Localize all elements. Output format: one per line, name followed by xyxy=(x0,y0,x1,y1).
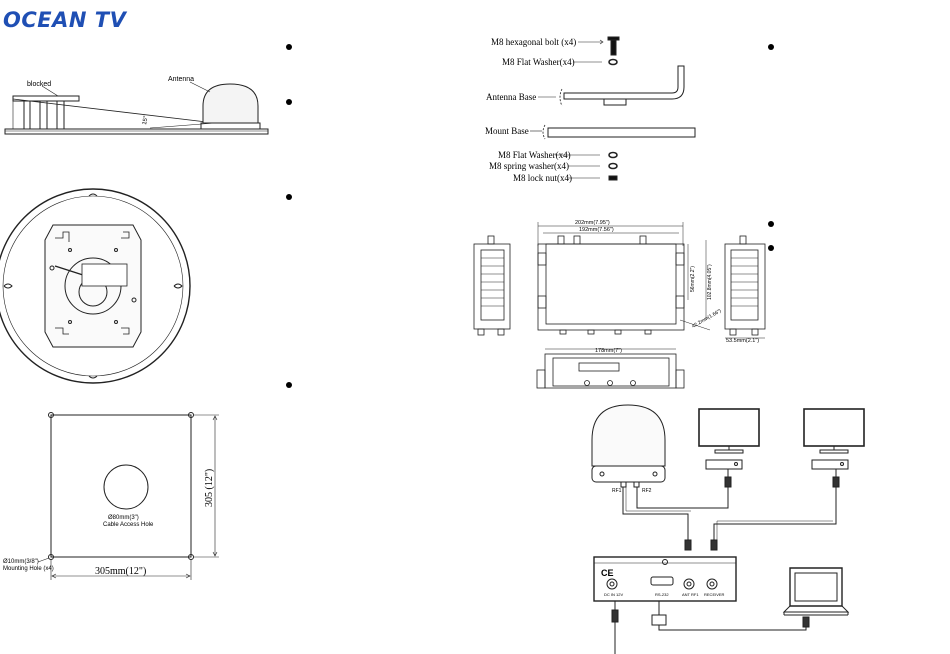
port-rs232-label: RS-232 xyxy=(655,592,669,597)
ce-mark: CE xyxy=(601,568,614,578)
height-b-dim: 102.8mm(4.05") xyxy=(707,264,713,300)
bullet-6 xyxy=(768,221,774,227)
clearance-side-view xyxy=(4,81,269,135)
overall-width-dim: 202mm(7.95") xyxy=(575,220,610,226)
lock-nut-label: M8 lock nut(x4) xyxy=(513,173,572,183)
base-plate-drawing xyxy=(37,412,219,580)
rf2-label: RF2 xyxy=(642,488,652,494)
port-dc-label: DC IN 12V xyxy=(604,592,623,597)
bullet-7 xyxy=(768,245,774,251)
connection-diagram xyxy=(591,404,865,654)
antenna-label: Antenna xyxy=(168,76,194,83)
antenna-base-label: Antenna Base xyxy=(486,92,536,102)
plate-bottom-dimension: 305mm(12") xyxy=(95,566,146,577)
mount-base-label: Mount Base xyxy=(485,126,529,136)
plate-side-dimension: 305 (12") xyxy=(204,469,215,507)
cable-hole-label: Cable Access Hole xyxy=(103,522,154,528)
bullet-2 xyxy=(286,99,292,105)
bullet-3 xyxy=(286,194,292,200)
bottom-washer-label: M8 Flat Washer(x4) xyxy=(498,150,571,160)
port-receiver-label: RECEIVER xyxy=(704,592,725,597)
small-dim: 42.2mm(1.66") xyxy=(691,308,723,330)
angle-label: 15° xyxy=(142,115,150,126)
ocean-tv-logo: OCEAN TV xyxy=(3,8,127,32)
top-washer-label: M8 Flat Washer(x4) xyxy=(502,57,575,67)
bullet-5 xyxy=(768,44,774,50)
port-ant-label: ANT RF1 xyxy=(682,592,699,597)
bullet-1 xyxy=(286,44,292,50)
rf1-label: RF1 xyxy=(612,488,622,494)
front-width-dim: 178mm(7") xyxy=(595,348,622,354)
inner-width-dim: 192mm(7.56") xyxy=(579,227,614,233)
cable-hole-size: Ø80mm(3") xyxy=(108,515,139,521)
bolt-label: M8 hexagonal bolt (x4) xyxy=(491,37,576,47)
receiver-dimension-drawings xyxy=(473,222,766,389)
mounting-hole-label: Mounting Hole (x4) xyxy=(3,566,54,572)
spring-washer-label: M8 spring washer(x4) xyxy=(489,161,569,171)
mounting-hole-size: Ø10mm(3/8") xyxy=(3,559,39,565)
antenna-bottom-view xyxy=(0,188,191,384)
height-a-dim: 56mm(2.2") xyxy=(690,266,696,292)
side-depth-dim: 53.5mm(2.1") xyxy=(726,338,759,344)
bullet-4 xyxy=(286,382,292,388)
blocked-label: blocked xyxy=(27,81,51,88)
hardware-stack-drawing xyxy=(530,36,696,181)
